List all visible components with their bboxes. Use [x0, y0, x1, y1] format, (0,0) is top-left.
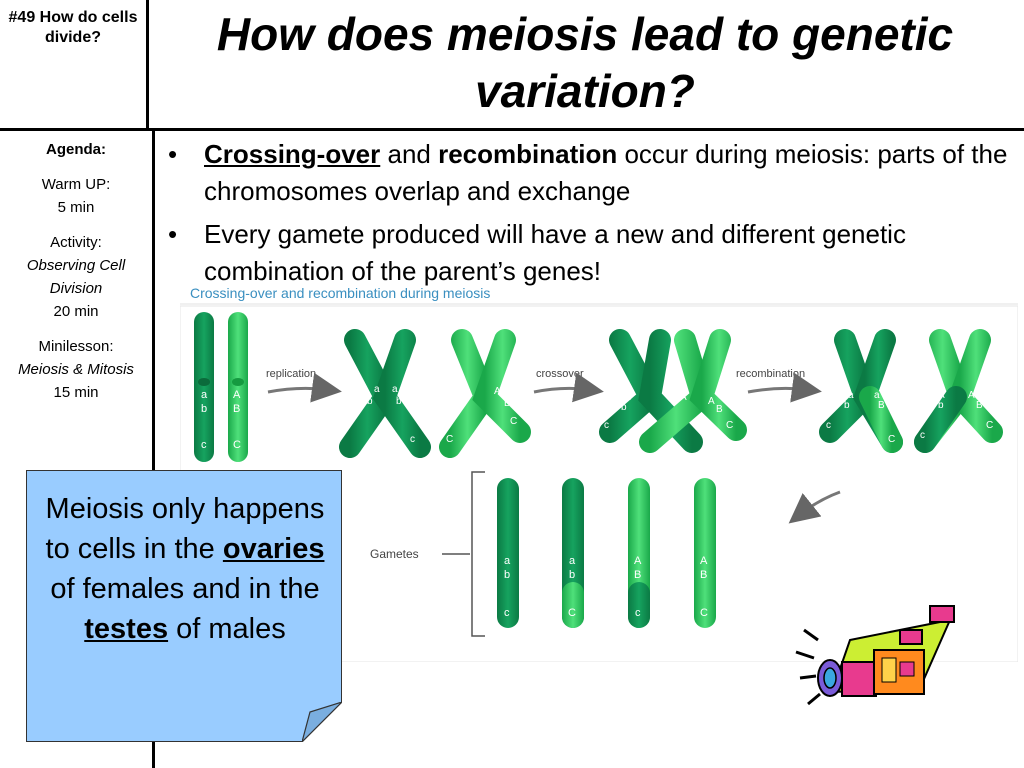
recombined-chromosome-light: Ab AB cC — [914, 329, 1003, 453]
svg-text:b: b — [621, 402, 627, 413]
note-box: Meiosis only happens to cells in the ova… — [26, 470, 342, 742]
svg-text:C: C — [510, 416, 517, 427]
gamete-chromosome-3: ABc — [628, 478, 650, 628]
page-title: How does meiosis lead to genetic variati… — [216, 8, 954, 117]
parent-chromosome-light: AB C — [228, 312, 248, 462]
svg-text:B: B — [976, 400, 983, 411]
svg-text:B: B — [504, 398, 511, 409]
agenda-minilesson-time: 15 min — [53, 384, 99, 401]
svg-text:A: A — [634, 555, 642, 567]
svg-text:b: b — [201, 403, 207, 415]
slide-number-box: #49 How do cells divide? — [0, 0, 149, 131]
agenda-activity-label: Activity: — [50, 234, 102, 251]
agenda-sidebar: Agenda: Warm UP: 5 min Activity: Observi… — [0, 128, 155, 768]
term-crossing-over: Crossing-over — [204, 139, 381, 169]
svg-text:a: a — [201, 389, 208, 401]
svg-text:A: A — [968, 390, 975, 401]
bullet-text: occur during meiosis: parts of the chrom… — [204, 139, 1008, 206]
agenda-heading: Agenda: — [46, 141, 106, 158]
agenda-activity-time: 20 min — [53, 303, 99, 320]
svg-text:a: a — [392, 384, 398, 395]
slide-number-label: #49 How do cells divide? — [8, 9, 138, 46]
recombined-chromosome-dark: ab aB cC — [819, 329, 903, 453]
svg-text:B: B — [233, 403, 240, 415]
agenda-minilesson-label: Minilesson: — [38, 338, 114, 355]
note-text-part: of males — [168, 613, 286, 645]
svg-text:b: b — [367, 396, 373, 407]
svg-text:b: b — [396, 396, 402, 407]
svg-text:a: a — [374, 384, 380, 395]
bullet-item-gamete: • Every gamete produced will have a new … — [168, 216, 1018, 290]
svg-text:c: c — [504, 607, 510, 619]
svg-text:A: A — [700, 555, 708, 567]
svg-text:c: c — [920, 430, 925, 441]
note-text-part: Meiosis only happens to cells in the — [45, 493, 325, 565]
gamete-chromosome-1: ab c — [497, 478, 519, 628]
keyword-testes: testes — [84, 613, 169, 645]
replicated-chromosome-light: AB AB CC — [439, 329, 531, 458]
agenda-minilesson-name: Meiosis & Mitosis — [18, 361, 134, 378]
gamete-chromosome-4: AB C — [694, 478, 716, 628]
svg-text:b: b — [569, 569, 575, 581]
bullet-dot: • — [168, 139, 178, 169]
video-camera-icon — [795, 605, 955, 706]
bullet-list: • Crossing-over and recombination occur … — [168, 136, 1018, 296]
svg-text:C: C — [568, 607, 576, 619]
svg-text:a: a — [569, 555, 576, 567]
svg-text:c: c — [604, 420, 609, 431]
svg-text:C: C — [700, 607, 708, 619]
term-recombination: recombination — [438, 139, 618, 169]
bullet-item-crossing-over: • Crossing-over and recombination occur … — [168, 136, 1018, 210]
svg-text:B: B — [634, 569, 641, 581]
svg-text:A: A — [708, 396, 715, 407]
svg-text:C: C — [233, 439, 241, 451]
svg-text:C: C — [446, 434, 453, 445]
agenda-warmup-label: Warm UP: — [41, 176, 111, 193]
svg-text:A: A — [494, 386, 501, 397]
agenda-warmup-time: 5 min — [57, 199, 95, 216]
parent-chromosome-dark: ab c — [194, 312, 214, 462]
replicated-chromosome-dark: ab ab cc — [339, 329, 431, 458]
note-text-part: of females and in the — [50, 573, 320, 605]
svg-text:c: c — [201, 439, 207, 451]
page-fold-icon — [302, 702, 342, 742]
svg-text:c: c — [826, 420, 831, 431]
bullet-text: and — [380, 139, 439, 169]
diagram-title: Crossing-over and recombination during m… — [190, 285, 490, 301]
gamete-chromosome-2: abC — [562, 478, 584, 628]
svg-text:a: a — [848, 390, 854, 401]
svg-text:b: b — [844, 400, 850, 411]
bullet-text: Every gamete produced will have a new an… — [204, 219, 906, 286]
svg-text:C: C — [726, 420, 733, 431]
svg-text:A: A — [938, 390, 945, 401]
bullet-dot: • — [168, 219, 178, 249]
note-text: Meiosis only happens to cells in the ova… — [39, 489, 331, 649]
step-label-recombination: recombination — [736, 368, 805, 380]
step-label-replication: replication — [266, 368, 316, 380]
svg-text:a: a — [504, 555, 511, 567]
svg-text:c: c — [410, 434, 415, 445]
svg-text:B: B — [716, 404, 723, 415]
svg-text:b: b — [504, 569, 510, 581]
svg-text:B: B — [700, 569, 707, 581]
svg-text:c: c — [346, 416, 351, 427]
keyword-ovaries: ovaries — [222, 533, 325, 565]
svg-text:A: A — [680, 392, 687, 403]
svg-text:a: a — [625, 392, 631, 403]
svg-text:C: C — [986, 420, 993, 431]
svg-text:a: a — [874, 390, 880, 401]
agenda-activity-name: Observing Cell Division — [26, 257, 126, 297]
svg-text:C: C — [888, 434, 895, 445]
svg-text:B: B — [878, 400, 885, 411]
step-label-crossover: crossover — [536, 368, 584, 380]
gametes-label: Gametes — [370, 547, 419, 561]
svg-text:c: c — [635, 607, 641, 619]
svg-text:A: A — [233, 389, 241, 401]
svg-text:B: B — [460, 398, 467, 409]
svg-text:b: b — [938, 400, 944, 411]
title-box: How does meiosis lead to genetic variati… — [146, 0, 1024, 131]
svg-text:A: A — [462, 386, 469, 397]
